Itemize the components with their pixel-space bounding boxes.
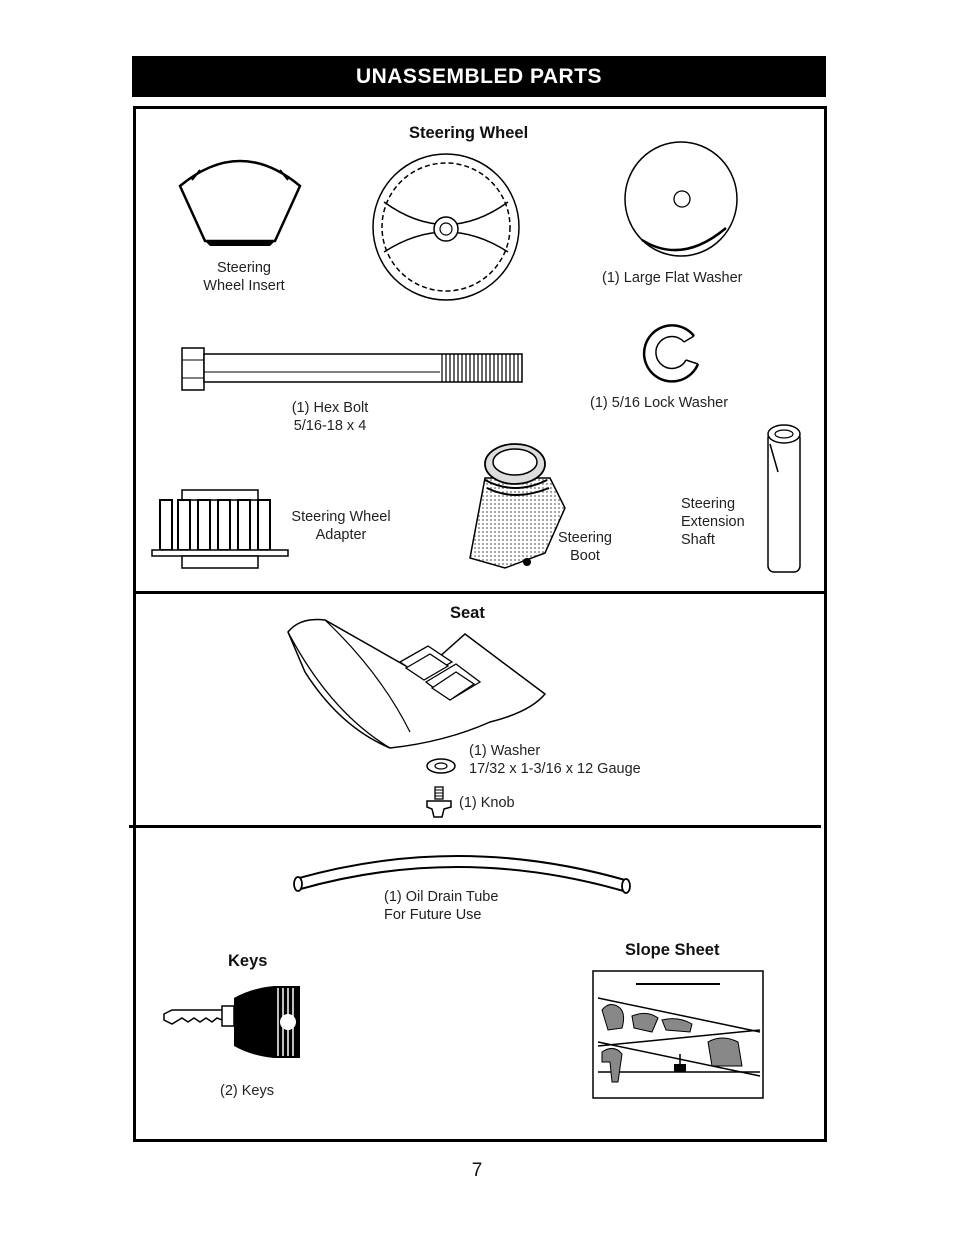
slope-sheet-heading: Slope Sheet	[625, 941, 720, 959]
steering-wheel-adapter-label: Steering Wheel Adapter	[291, 509, 391, 543]
seat-knob-illustration	[426, 786, 452, 818]
oil-drain-tube-illustration	[293, 855, 631, 894]
oil-drain-tube-label: (1) Oil Drain Tube For Future Use	[384, 889, 499, 923]
keys-label: (2) Keys	[220, 1083, 274, 1099]
steering-boot-label: Steering Boot	[557, 530, 612, 564]
steering-extension-shaft-illustration	[767, 424, 801, 573]
seat-illustration	[287, 618, 547, 749]
seat-washer-label: (1) Washer 17/32 x 1-3/16 x 12 Gauge	[469, 743, 641, 777]
large-flat-washer-illustration	[624, 141, 738, 257]
seat-knob-label: (1) Knob	[459, 795, 515, 811]
steering-wheel-insert-label: Steering Wheel Insert	[203, 260, 285, 294]
lock-washer-illustration	[642, 324, 700, 383]
page-number: 7	[471, 1160, 483, 1181]
steering-wheel-adapter-illustration	[151, 489, 289, 569]
key-illustration	[163, 986, 300, 1058]
parts-frame	[133, 106, 827, 1142]
section-divider-seat	[133, 591, 827, 594]
hex-bolt-label: (1) Hex Bolt 5/16-18 x 4	[291, 400, 369, 434]
section-divider-misc	[129, 825, 821, 828]
page-title: UNASSEMBLED PARTS	[132, 56, 826, 97]
lock-washer-label: (1) 5/16 Lock Washer	[590, 395, 729, 411]
steering-extension-shaft-label: Steering Extension Shaft	[681, 496, 745, 548]
seat-heading: Seat	[450, 604, 485, 622]
steering-wheel-heading: Steering Wheel	[409, 124, 529, 142]
steering-wheel-insert-illustration	[178, 159, 302, 246]
keys-heading: Keys	[228, 952, 268, 970]
slope-sheet-illustration	[592, 970, 764, 1099]
large-flat-washer-label: (1) Large Flat Washer	[602, 270, 743, 286]
hex-bolt-illustration	[181, 347, 523, 391]
steering-boot-illustration	[469, 443, 566, 569]
steering-wheel-illustration	[372, 153, 520, 301]
seat-washer-illustration	[426, 758, 456, 774]
